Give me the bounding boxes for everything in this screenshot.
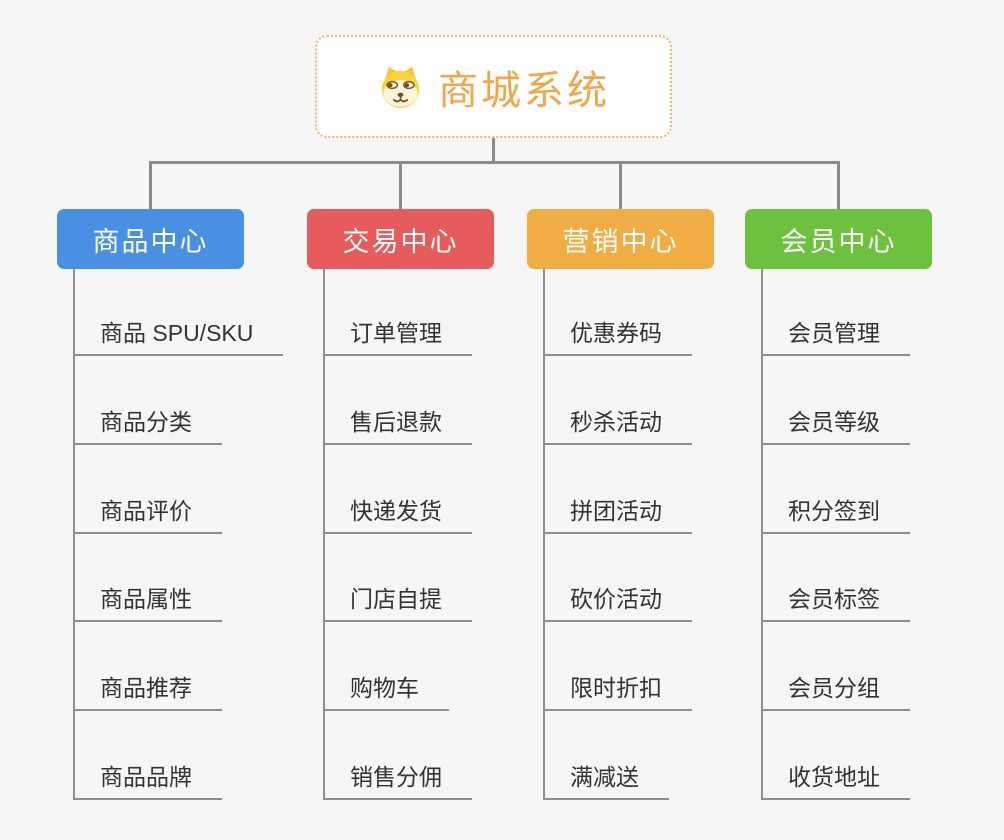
child-node[interactable]: 商品分类 bbox=[73, 405, 222, 445]
connector-bus bbox=[149, 161, 840, 164]
branch-node-2[interactable]: 交易中心 bbox=[307, 209, 494, 269]
child-node[interactable]: 商品品牌 bbox=[73, 760, 222, 800]
child-node[interactable]: 门店自提 bbox=[323, 582, 472, 622]
child-node[interactable]: 商品评价 bbox=[73, 494, 222, 534]
child-node[interactable]: 商品属性 bbox=[73, 582, 222, 622]
child-node[interactable]: 快递发货 bbox=[323, 494, 472, 534]
connector-branch-drop bbox=[149, 161, 152, 209]
child-node[interactable]: 销售分佣 bbox=[323, 760, 472, 800]
child-node[interactable]: 会员标签 bbox=[761, 582, 910, 622]
child-node[interactable]: 购物车 bbox=[323, 671, 449, 711]
dog-face-icon bbox=[377, 63, 424, 110]
branch-node-4[interactable]: 会员中心 bbox=[745, 209, 932, 269]
connector-branch-drop bbox=[837, 161, 840, 209]
root-node-mall-system[interactable]: 商城系统 bbox=[315, 35, 672, 138]
child-node[interactable]: 秒杀活动 bbox=[543, 405, 692, 445]
child-node[interactable]: 优惠券码 bbox=[543, 316, 692, 356]
child-node[interactable]: 限时折扣 bbox=[543, 671, 692, 711]
child-node[interactable]: 商品推荐 bbox=[73, 671, 222, 711]
child-node[interactable]: 会员等级 bbox=[761, 405, 910, 445]
child-node[interactable]: 订单管理 bbox=[323, 316, 472, 356]
branch-node-3[interactable]: 营销中心 bbox=[527, 209, 714, 269]
child-node[interactable]: 商品 SPU/SKU bbox=[73, 316, 284, 356]
child-node[interactable]: 会员分组 bbox=[761, 671, 910, 711]
connector-root-drop bbox=[492, 138, 495, 164]
child-node[interactable]: 砍价活动 bbox=[543, 582, 692, 622]
child-node[interactable]: 售后退款 bbox=[323, 405, 472, 445]
branch-node-1[interactable]: 商品中心 bbox=[57, 209, 244, 269]
connector-branch-drop bbox=[619, 161, 622, 209]
child-node[interactable]: 收货地址 bbox=[761, 760, 910, 800]
branch-trunk-line bbox=[543, 269, 545, 800]
branch-trunk-line bbox=[323, 269, 325, 800]
connector-branch-drop bbox=[399, 161, 402, 209]
child-node[interactable]: 积分签到 bbox=[761, 494, 910, 534]
child-node[interactable]: 会员管理 bbox=[761, 316, 910, 356]
root-node-label: 商城系统 bbox=[438, 68, 610, 113]
child-node[interactable]: 拼团活动 bbox=[543, 494, 692, 534]
child-node[interactable]: 满减送 bbox=[543, 760, 669, 800]
branch-trunk-line bbox=[73, 269, 75, 800]
branch-trunk-line bbox=[761, 269, 763, 800]
